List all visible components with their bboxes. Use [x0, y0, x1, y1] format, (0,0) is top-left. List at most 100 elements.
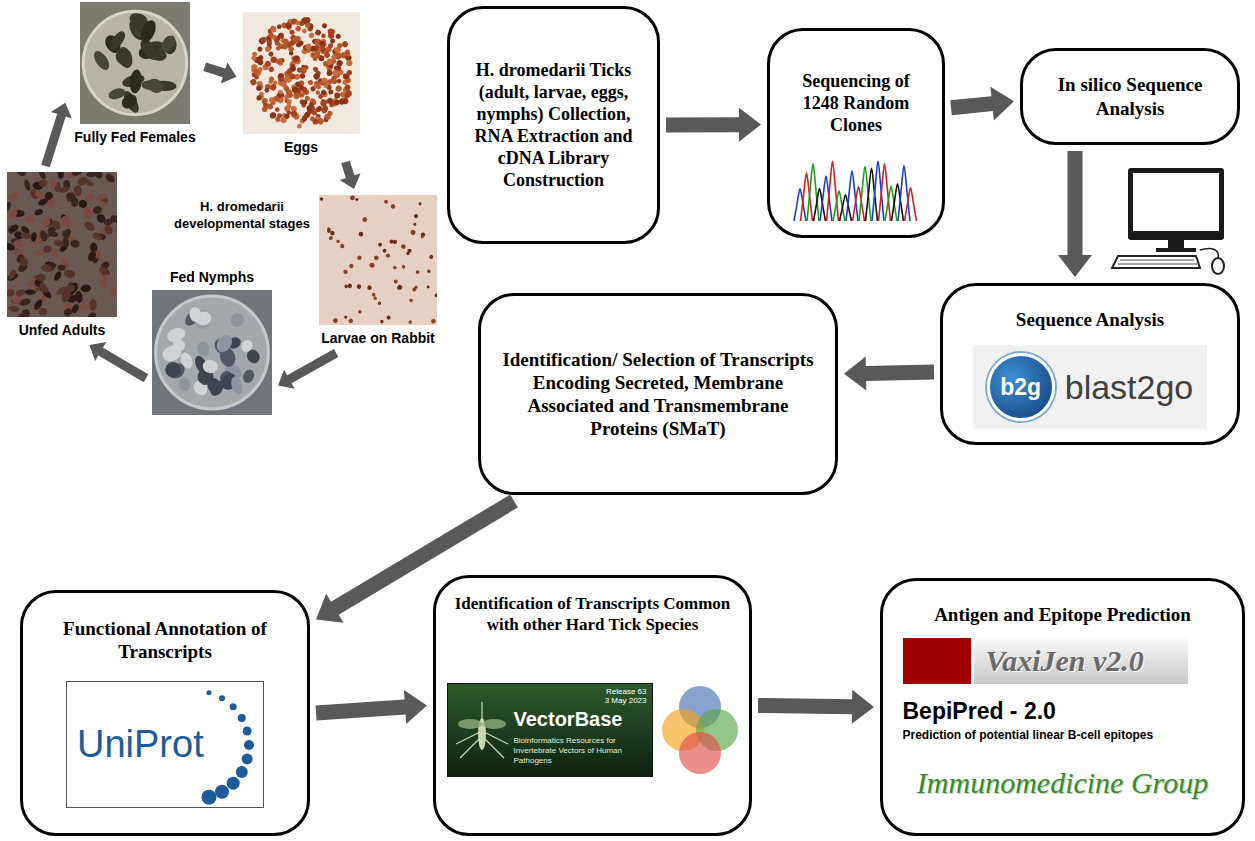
tick-spot	[307, 80, 313, 86]
logo-dot	[244, 740, 254, 750]
tick-spot	[71, 198, 79, 208]
logo-plate: VaxiJen v2.0	[974, 638, 1188, 684]
photo-ground	[243, 12, 360, 134]
tick-spot	[39, 308, 48, 316]
tick-spot	[86, 172, 97, 177]
tick-spot	[401, 244, 406, 249]
tick-spot	[348, 318, 354, 324]
tick-photo	[7, 172, 117, 317]
process-box: Sequencing of 1248 Random Clones	[767, 28, 945, 238]
tick-spot	[25, 289, 36, 294]
tick-spot	[281, 82, 287, 88]
tick-spot	[288, 29, 294, 35]
tick-spot	[345, 69, 352, 76]
stage-caption: Eggs	[284, 138, 318, 156]
process-box: Functional Annotation of TranscriptsUniP…	[20, 590, 310, 836]
tick-spot	[62, 228, 72, 239]
tick-spot	[89, 299, 97, 311]
tick-spot	[7, 269, 17, 281]
tick-spot	[58, 185, 70, 194]
logo-word: blast2go	[1065, 368, 1194, 407]
logo-dot	[201, 790, 216, 805]
tick-spot	[79, 305, 91, 310]
tick-spot	[390, 203, 396, 209]
tick-spot	[428, 254, 434, 260]
tick-spot	[369, 262, 376, 269]
petri-dish	[83, 11, 186, 114]
flow-arrow	[203, 62, 236, 83]
tick-spot	[53, 239, 64, 248]
flow-arrow	[315, 690, 427, 724]
chromatogram-peak	[879, 164, 891, 221]
box-title: Antigen and Epitope Prediction	[934, 603, 1191, 626]
tick-spot	[329, 38, 335, 44]
tick-spot	[379, 319, 384, 324]
tick-spot	[345, 59, 353, 67]
tick-spot	[274, 106, 280, 112]
tick-spot	[311, 110, 316, 115]
tick-spot	[325, 58, 333, 66]
tick-spot	[7, 190, 21, 202]
tick-spot	[265, 38, 272, 45]
tick-spot	[327, 32, 334, 39]
tick-spot	[103, 224, 114, 236]
flow-arrow	[844, 356, 934, 390]
tick-spot	[435, 293, 437, 297]
tick-spot	[297, 40, 303, 46]
tick-spot	[409, 298, 414, 303]
tick-spot	[324, 52, 331, 59]
tick-spot	[304, 96, 310, 102]
tick-spot	[63, 269, 76, 279]
logo-dot	[219, 696, 225, 702]
tick-spot	[164, 361, 182, 379]
logo-dot	[243, 727, 252, 736]
tick-spot	[296, 124, 301, 129]
tick-spot	[289, 65, 297, 73]
tick-spot	[358, 309, 362, 313]
tick-spot	[255, 84, 263, 92]
tick-spot	[38, 281, 50, 294]
tick-spot	[392, 239, 397, 244]
tick-spot	[86, 249, 97, 262]
tick-spot	[260, 36, 267, 43]
flow-arrow	[666, 108, 761, 142]
tick-spot	[40, 263, 53, 273]
tick-spot	[60, 214, 73, 228]
tick-spot	[340, 97, 349, 106]
tick-spot	[103, 218, 114, 227]
tick-photo	[152, 290, 272, 415]
tick-spot	[334, 84, 343, 93]
tick-spot	[92, 205, 103, 215]
tick-spot	[298, 92, 304, 98]
tick-spot	[42, 245, 52, 254]
tick-spot	[270, 56, 277, 63]
tick-spot	[326, 70, 332, 76]
tick-spot	[188, 306, 203, 323]
photo-ground	[152, 290, 272, 415]
tick-spot	[332, 318, 338, 324]
tick-spot	[327, 43, 333, 49]
tick-spot	[362, 216, 368, 222]
tick-spot	[308, 32, 315, 39]
release-note: Release 63	[606, 687, 646, 696]
tick-spot	[343, 315, 347, 319]
tick-spot	[44, 191, 54, 201]
tick-spot	[384, 200, 388, 204]
logo-dot	[242, 754, 253, 765]
flow-arrow	[41, 103, 72, 168]
venn-diagram	[661, 675, 739, 785]
logo-dot	[230, 704, 237, 711]
tick-spot	[129, 69, 143, 94]
venn-circle	[679, 732, 721, 774]
tick-spot	[34, 208, 44, 216]
tick-spot	[392, 265, 397, 270]
logo-dot	[215, 785, 229, 799]
tick-spot	[30, 232, 37, 242]
tick-spot	[397, 286, 401, 290]
tick-photo	[319, 195, 437, 325]
tick-spot	[262, 102, 268, 108]
tick-spot	[315, 90, 320, 95]
tick-spot	[204, 375, 225, 397]
tick-spot	[427, 269, 431, 273]
